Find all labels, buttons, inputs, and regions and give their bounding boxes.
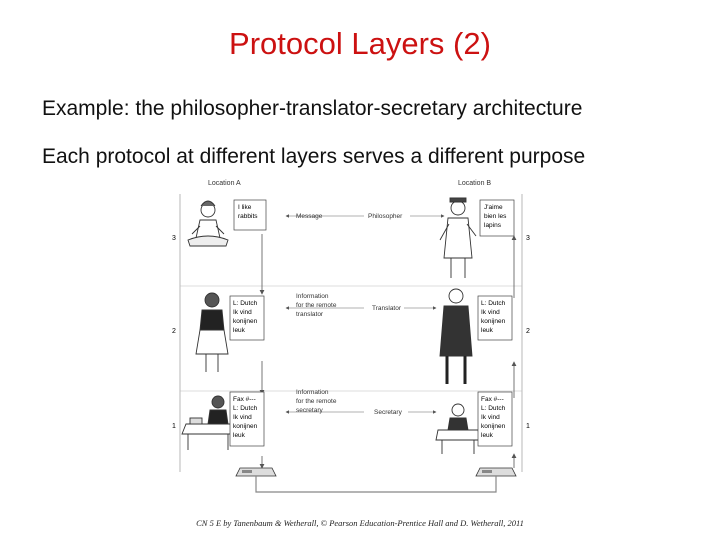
philosopher-a-note-line2: rabbits [238,213,258,220]
slide-title: Protocol Layers (2) [229,26,491,61]
role-label-translator: Translator [372,305,402,312]
peer-label-translator-line2: for the remote [296,302,337,309]
layer-number-2-b: 2 [526,328,530,335]
philosopher-b-note-line1: J'aime [484,204,503,211]
translator-a-note-line4: leuk [233,327,246,334]
translator-b-note: L: Dutch Ik vind konijnen leuk [477,295,513,341]
physical-link [255,476,497,493]
translator-a-note-line2: Ik vind [233,309,252,316]
philosopher-b-figure [439,197,477,278]
secretary-b-note-line4: konijnen [481,423,506,430]
translator-b-note-line2: Ik vind [481,309,500,316]
philosopher-a-note: I like rabbits [233,199,267,231]
translator-b-note-line4: leuk [481,327,494,334]
purpose-text: Each protocol at different layers serves… [42,145,586,168]
secretary-a-note-line4: konijnen [233,423,258,430]
diagram-svg: Location A Location B 3 3 2 2 1 1 [172,180,530,493]
peer-label-secretary-line1: Information [296,389,329,396]
copyright-caption: CN 5 E by Tanenbaum & Wetherall, © Pears… [196,518,524,528]
secretary-b-figure [435,403,481,454]
layer-number-1-a: 1 [172,423,176,430]
philosopher-a-note-line1: I like [238,204,252,211]
role-label-philosopher: Philosopher [368,213,403,220]
philosopher-b-note-line3: lapins [484,222,502,229]
layer-number-2-a: 2 [172,328,176,335]
secretary-a-note-line3: Ik vind [233,414,252,421]
protocol-diagram: Location A Location B 3 3 2 2 1 1 [168,176,548,506]
translator-b-note-line1: L: Dutch [481,300,506,307]
translator-a-figure [195,292,229,372]
example-text: Example: the philosopher-translator-secr… [42,97,583,120]
secretary-a-note-line1: Fax #--- [233,396,256,403]
translator-a-note-line1: L: Dutch [233,300,258,307]
role-label-secretary: Secretary [374,409,403,416]
philosopher-b-note-line2: bien les [484,213,507,220]
layer-number-3-a: 3 [172,235,176,242]
secretary-b-note-line5: leuk [481,432,494,439]
location-a-label: Location A [208,180,241,187]
secretary-b-note-line2: L: Dutch [481,405,506,412]
peer-label-translator-line3: translator [296,311,324,318]
secretary-a-figure [181,395,235,450]
translator-a-note: L: Dutch Ik vind konijnen leuk [229,295,265,341]
translator-b-figure [439,288,473,384]
secretary-a-note-line2: L: Dutch [233,405,258,412]
secretary-b-note: Fax #--- L: Dutch Ik vind konijnen leuk [477,391,513,447]
secretary-a-note-line5: leuk [233,432,246,439]
philosopher-a-figure [187,200,229,247]
peer-label-secretary-line2: for the remote [296,398,337,405]
layer-number-3-b: 3 [526,235,530,242]
peer-label-secretary-line3: secretary [296,407,323,414]
fax-machine-a-icon [235,467,277,477]
peer-label-translator-line1: Information [296,293,329,300]
peer-label-message: Message [296,213,323,220]
translator-a-note-line3: konijnen [233,318,258,325]
layer-number-1-b: 1 [526,423,530,430]
secretary-b-note-line3: Ik vind [481,414,500,421]
secretary-b-note-line1: Fax #--- [481,396,504,403]
secretary-a-note: Fax #--- L: Dutch Ik vind konijnen leuk [229,391,265,447]
philosopher-b-note: J'aime bien les lapins [479,199,515,237]
fax-machine-b-icon [475,467,517,477]
translator-b-note-line3: konijnen [481,318,506,325]
location-b-label: Location B [458,180,491,187]
